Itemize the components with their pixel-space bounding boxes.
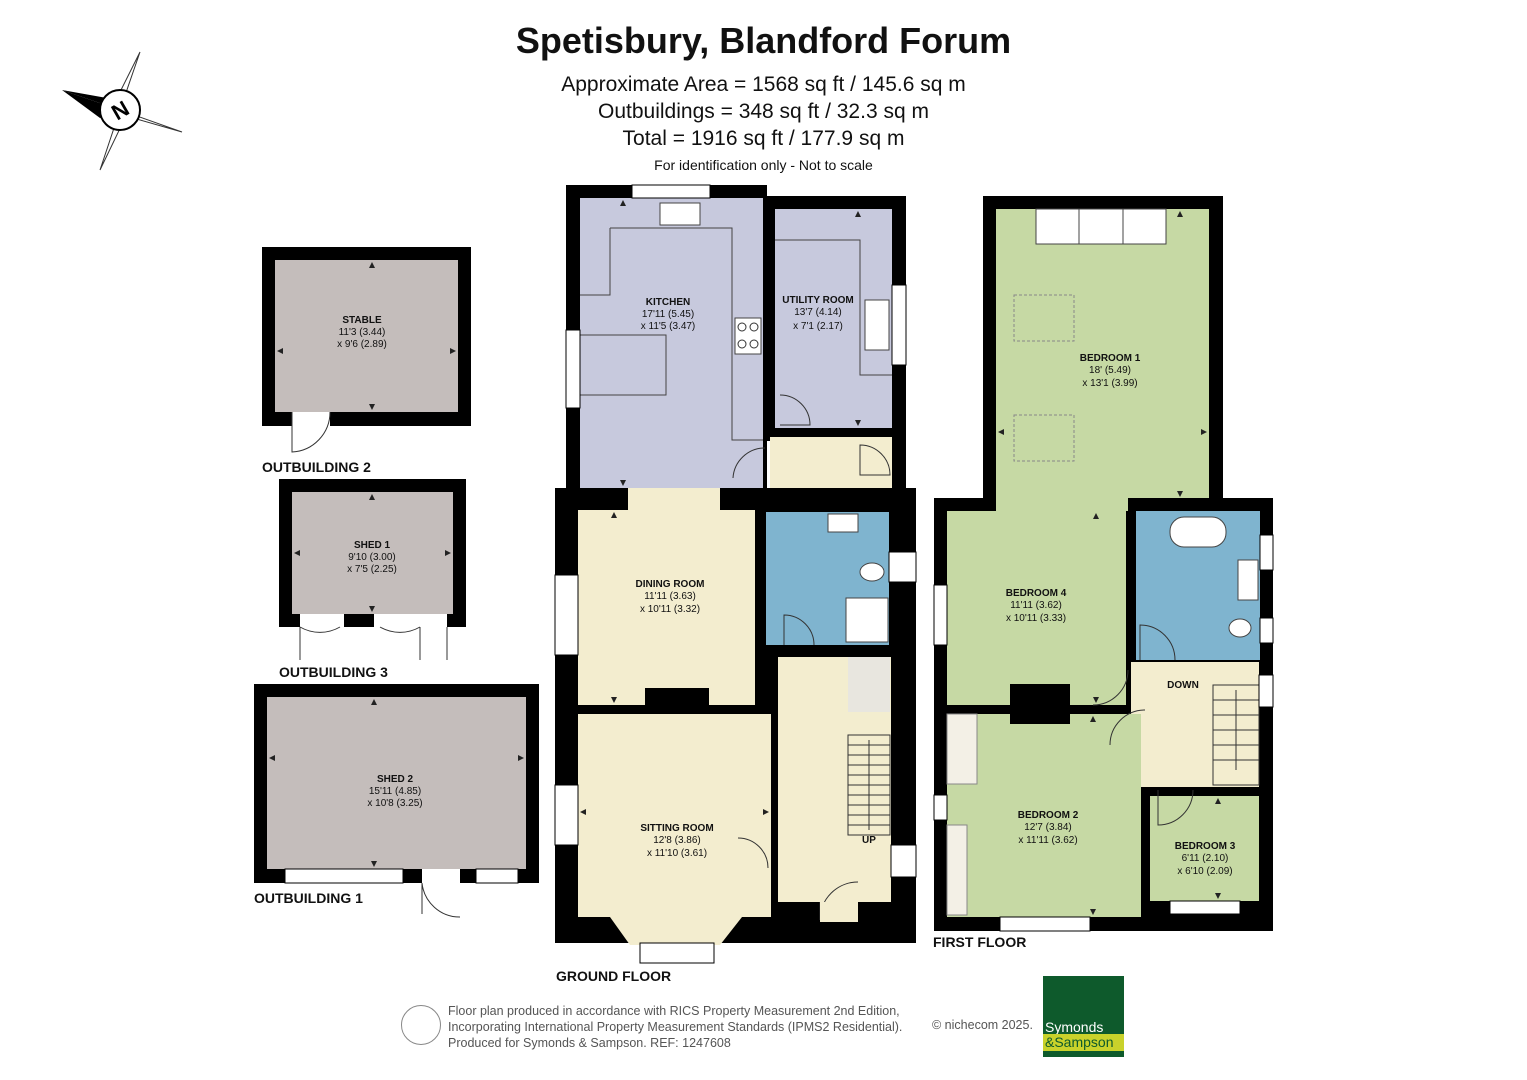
- outbuildings-area: Outbuildings = 348 sq ft / 32.3 sq m: [598, 100, 929, 123]
- shed-1-dim2: x 7'5 (2.25): [347, 564, 397, 575]
- stable-name: STABLE: [342, 315, 382, 326]
- footer-line-3: Produced for Symonds & Sampson. REF: 124…: [448, 1036, 731, 1050]
- shed-2-room: SHED 2 15'11 (4.85) x 10'8 (3.25): [254, 684, 539, 918]
- plan-title: Spetisbury, Blandford Forum: [515, 20, 1012, 61]
- ground-floor-label: GROUND FLOOR: [556, 968, 671, 984]
- logo-line-1: Symonds: [1045, 1019, 1104, 1035]
- utility-dim2: x 7'1 (2.17): [793, 321, 843, 332]
- outbuilding-3-label: OUTBUILDING 3: [279, 664, 388, 680]
- logo-line-2-band: &Sampson: [1043, 1034, 1124, 1051]
- footer-notes: Floor plan produced in accordance with R…: [448, 1003, 902, 1051]
- symonds-sampson-logo: Symonds &Sampson: [1043, 976, 1124, 1057]
- bedroom-1-name: BEDROOM 1: [1080, 353, 1141, 364]
- shed-2-dim1: 15'11 (4.85): [369, 786, 421, 797]
- sitting-dim1: 12'8 (3.86): [653, 835, 701, 846]
- kitchen-dim1: 17'11 (5.45): [642, 309, 694, 320]
- sitting-dim2: x 11'10 (3.61): [647, 848, 707, 859]
- measurement-arrows: [269, 200, 1221, 915]
- footer-line-2: Incorporating International Property Mea…: [448, 1020, 903, 1034]
- stable-room: STABLE 11'3 (3.44) x 9'6 (2.89): [262, 247, 471, 453]
- approximate-area: Approximate Area = 1568 sq ft / 145.6 sq…: [561, 73, 966, 96]
- stairs-down-label: DOWN: [1167, 680, 1199, 691]
- sitting-name: SITTING ROOM: [640, 823, 713, 834]
- shed-1-room: SHED 1 9'10 (3.00) x 7'5 (2.25): [279, 479, 466, 660]
- dining-dim1: 11'11 (3.63): [644, 591, 696, 602]
- first-floor: BEDROOM 1 18' (5.49) x 13'1 (3.99) BEDRO…: [933, 196, 1274, 932]
- shed-1-dim1: 9'10 (3.00): [348, 552, 396, 563]
- outbuilding-1-label: OUTBUILDING 1: [254, 890, 363, 906]
- bedroom-1-dim2: x 13'1 (3.99): [1082, 378, 1137, 389]
- stable-dim1: 11'3 (3.44): [339, 327, 386, 338]
- total-area: Total = 1916 sq ft / 177.9 sq m: [622, 127, 905, 150]
- footer-line-1: Floor plan produced in accordance with R…: [448, 1004, 900, 1018]
- compass-icon: N: [62, 51, 183, 171]
- shed-2-name: SHED 2: [377, 774, 414, 785]
- shed-1-name: SHED 1: [354, 540, 391, 551]
- shed-2-dim2: x 10'8 (3.25): [367, 798, 422, 809]
- bedroom-4-name: BEDROOM 4: [1006, 588, 1067, 599]
- stairs-up-label: UP: [862, 835, 876, 846]
- ground-floor: KITCHEN 17'11 (5.45) x 11'5 (3.47) UTILI…: [554, 184, 917, 964]
- copyright: © nichecom 2025.: [932, 1018, 1033, 1032]
- bedroom-1-dim1: 18' (5.49): [1089, 365, 1131, 376]
- utility-dim1: 13'7 (4.14): [794, 307, 842, 318]
- bedroom-3-dim2: x 6'10 (2.09): [1177, 866, 1232, 877]
- stable-dim2: x 9'6 (2.89): [337, 339, 387, 350]
- bedroom-3-name: BEDROOM 3: [1175, 841, 1236, 852]
- first-floor-label: FIRST FLOOR: [933, 934, 1026, 950]
- utility-name: UTILITY ROOM: [782, 295, 853, 306]
- outbuilding-2-label: OUTBUILDING 2: [262, 459, 371, 475]
- bedroom-3-dim1: 6'11 (2.10): [1182, 853, 1229, 864]
- rics-person-icon: [401, 1005, 441, 1045]
- bedroom-4-dim1: 11'11 (3.62): [1010, 600, 1062, 611]
- bedroom-2-dim2: x 11'11 (3.62): [1018, 835, 1077, 846]
- kitchen-dim2: x 11'5 (3.47): [641, 321, 696, 332]
- dining-name: DINING ROOM: [636, 579, 705, 590]
- bedroom-4-dim2: x 10'11 (3.33): [1006, 613, 1066, 624]
- logo-line-2: &Sampson: [1045, 1034, 1114, 1050]
- kitchen-name: KITCHEN: [646, 297, 690, 308]
- bedroom-2-name: BEDROOM 2: [1018, 810, 1079, 821]
- bedroom-2-dim1: 12'7 (3.84): [1024, 822, 1072, 833]
- dining-dim2: x 10'11 (3.32): [640, 604, 700, 615]
- identification-note: For identification only - Not to scale: [654, 157, 873, 173]
